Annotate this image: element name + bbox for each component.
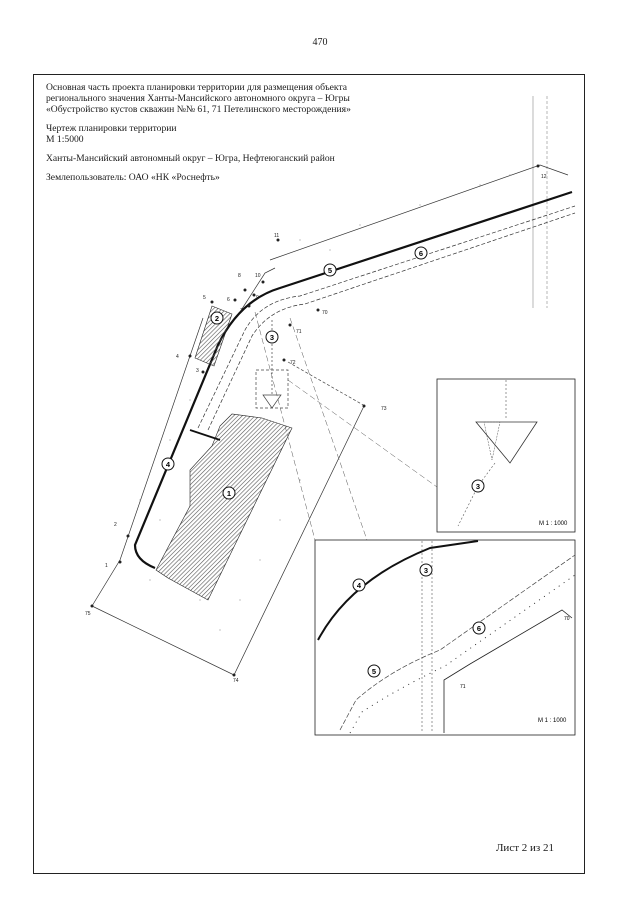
zone-5-label: 5 <box>323 263 337 277</box>
point-5: 5 <box>203 295 206 301</box>
point-8: 8 <box>238 273 241 279</box>
point-labels: 1 2 3 4 5 6 7 8 9 10 11 12 70 71 72 73 7… <box>85 174 547 684</box>
zone-2-label: 2 <box>210 311 224 325</box>
svg-text:5: 5 <box>328 266 332 275</box>
inset-top-zone: 3 <box>476 482 480 491</box>
point-6: 6 <box>227 297 230 303</box>
zone-labels: 1 2 3 4 5 6 <box>161 246 428 500</box>
sheet-label: Лист 2 из 21 <box>495 842 554 854</box>
zone-1-label: 1 <box>222 486 236 500</box>
inset-bottom-scale: М 1 : 1000 <box>538 718 567 724</box>
point-75: 75 <box>85 611 91 617</box>
sheet-frame <box>33 74 585 874</box>
region-text: Ханты-Мансийский автономный округ – Югра… <box>46 153 335 164</box>
point-72: 72 <box>290 360 296 366</box>
inset-point-71: 71 <box>460 684 466 690</box>
svg-text:3: 3 <box>270 333 274 342</box>
point-1: 1 <box>105 563 108 569</box>
point-9: 9 <box>256 295 259 301</box>
corridor-lines <box>197 205 576 431</box>
svg-text:6: 6 <box>419 249 423 258</box>
zone-6-label: 6 <box>414 246 428 260</box>
connector-line <box>189 429 221 441</box>
svg-text:2: 2 <box>215 314 219 323</box>
inset-zone-6: 6 <box>477 624 481 633</box>
point-11: 11 <box>274 233 279 239</box>
inset-zone-4: 4 <box>357 581 362 590</box>
inset-bottom: 4 3 5 6 70 71 М 1 : 1000 <box>314 539 576 736</box>
inset-top: 3 М 1 : 1000 <box>436 378 576 533</box>
point-2: 2 <box>114 522 117 528</box>
project-title: Основная часть проекта планировки террит… <box>46 82 351 115</box>
point-10: 10 <box>255 273 261 279</box>
landuser-text: Землепользователь: ОАО «НК «Роснефть» <box>46 172 220 183</box>
page-number: 470 <box>312 37 328 48</box>
point-71: 71 <box>296 329 302 335</box>
svg-text:1: 1 <box>227 489 231 498</box>
drawing-scale: М 1:5000 <box>46 134 84 145</box>
zone-3-label: 3 <box>265 330 279 344</box>
inset-point-70: 70 <box>564 616 570 622</box>
point-73: 73 <box>381 406 387 412</box>
point-4: 4 <box>176 354 179 360</box>
point-74: 74 <box>233 678 239 684</box>
zone-4-label: 4 <box>161 457 175 471</box>
inset-zone-3: 3 <box>424 566 428 575</box>
point-markers <box>90 164 540 677</box>
point-70: 70 <box>322 310 328 316</box>
inset-zone-5: 5 <box>372 667 376 676</box>
point-7: 7 <box>240 308 243 314</box>
point-3: 3 <box>196 368 199 374</box>
callout-lines <box>254 311 438 541</box>
title-block: Основная часть проекта планировки террит… <box>46 82 386 191</box>
zone-1-area <box>155 413 293 601</box>
point-12: 12 <box>541 174 547 180</box>
inset-top-scale: М 1 : 1000 <box>539 521 568 527</box>
drawing-name: Чертеж планировки территории <box>46 123 177 134</box>
reference-lines <box>532 96 548 308</box>
svg-text:4: 4 <box>166 460 171 469</box>
